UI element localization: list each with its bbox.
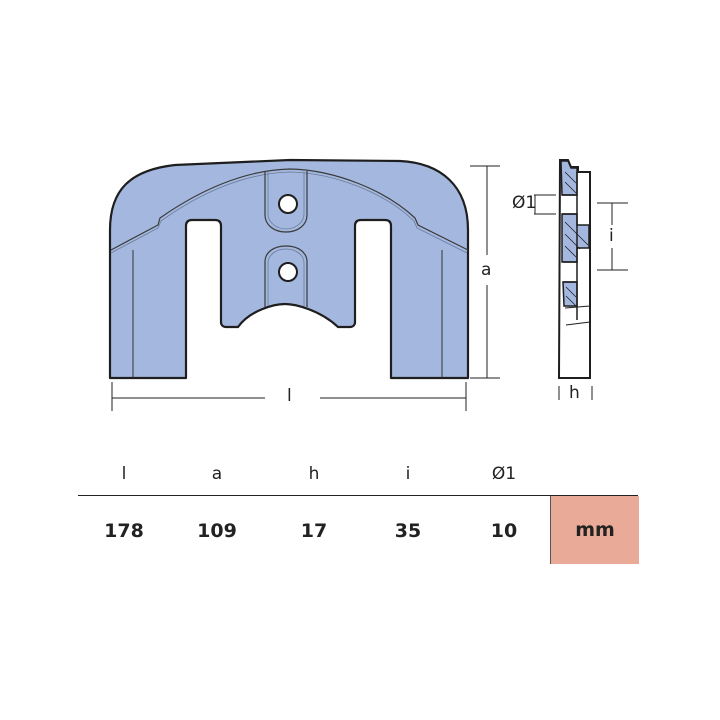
dimension-diameter — [534, 194, 556, 215]
dimensions-table: l a h i Ø1 178 109 17 35 10 mm — [78, 460, 639, 565]
unit-label: mm — [575, 519, 615, 541]
value-l: 178 — [104, 520, 144, 542]
header-l: l — [121, 464, 127, 484]
unit-cell: mm — [550, 496, 639, 564]
value-h: 17 — [300, 520, 328, 542]
table-divider — [78, 495, 638, 496]
dimension-a — [470, 165, 500, 379]
label-h: h — [569, 383, 580, 403]
dimension-h — [558, 386, 593, 400]
label-l: l — [287, 386, 292, 406]
label-i-text: i — [609, 226, 614, 246]
value-diameter: 10 — [490, 520, 518, 542]
technical-drawing — [108, 158, 628, 411]
header-a: a — [211, 464, 223, 484]
value-i: 35 — [394, 520, 422, 542]
label-a: a — [481, 260, 492, 280]
header-h: h — [308, 464, 320, 484]
dimension-i — [597, 202, 628, 271]
front-view-anode — [108, 158, 470, 380]
value-a: 109 — [197, 520, 237, 542]
header-diameter: Ø1 — [491, 464, 517, 484]
header-i: i — [405, 464, 411, 484]
dimension-l — [111, 382, 467, 411]
side-view-anode — [557, 159, 591, 379]
label-diameter: Ø1 — [512, 193, 537, 213]
